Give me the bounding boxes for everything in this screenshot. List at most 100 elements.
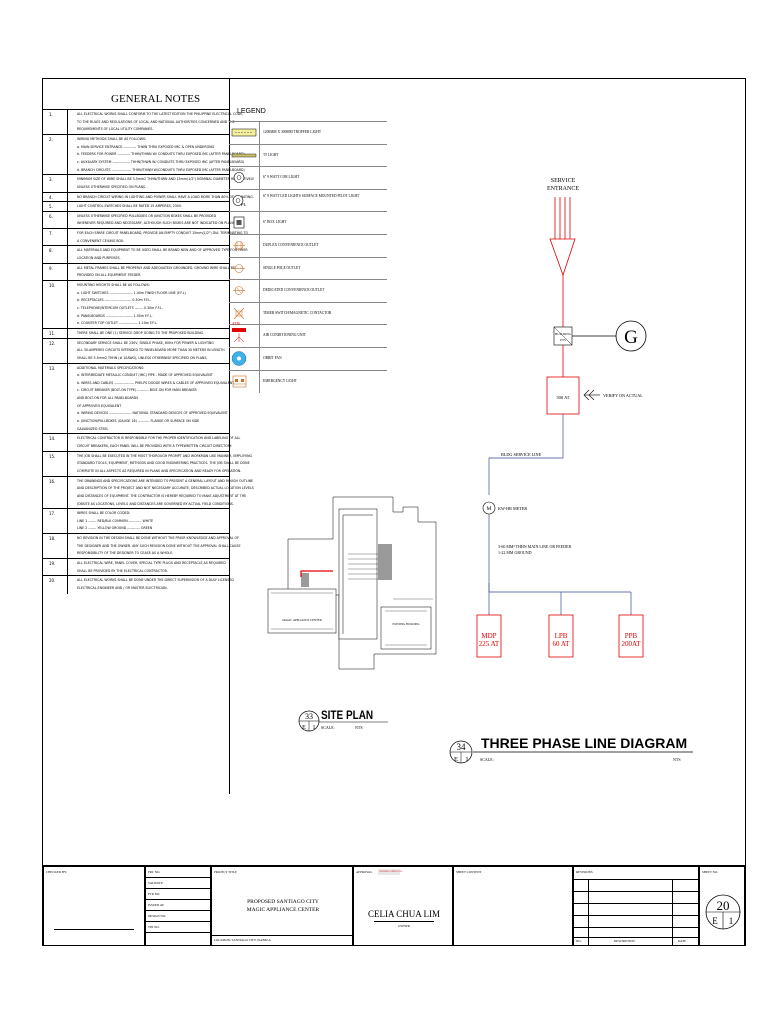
note-number: 20. xyxy=(49,578,56,584)
note-item: 10.MOUNTING HEIGHTS SHALL BE AS FOLLOWS:… xyxy=(43,280,229,329)
issued-at-label: ISSUED AT: xyxy=(148,903,165,907)
note-number: 17. xyxy=(49,511,56,517)
note-item: 3.MINIMUM SIZE OF WIRE SHALL BE 3.5mm2 T… xyxy=(43,174,254,193)
note-line: TO THE RULES AND REGULATIONS OF LOCAL AN… xyxy=(77,119,235,124)
aircon-icon xyxy=(231,327,257,349)
note-line: b. RECEPTACLES ----------------------- 0… xyxy=(77,298,152,303)
note-number: 11. xyxy=(49,330,56,336)
note-item: 13.ADDITIONAL MATERIALS SPECIFICATIONS:a… xyxy=(43,362,234,435)
note-line: a. LIGHT SWITCHES -------------------- 1… xyxy=(77,290,186,295)
note-item: 20.ALL ELECTRICAL WORKS SHALL BE DONE UN… xyxy=(43,575,234,594)
credentials-cell: PRC NO. VALIDITY: PTR NO. ISSUED AT: DES… xyxy=(145,866,211,946)
legend-label: 1200MM X 300MM TROFFER LIGHT xyxy=(263,130,322,134)
note-item: 1.ALL ELECTRICAL WORKS SHALL CONFORM TO … xyxy=(43,109,243,135)
note-line: d. WIRING DEVICES ------------------- NA… xyxy=(77,411,228,416)
site-plan-title: SITE PLAN xyxy=(321,709,373,722)
kwhr-meter-label: KW-HR METER xyxy=(498,506,527,511)
service-entrance-label: SERVICE xyxy=(551,178,576,184)
general-notes-title: GENERAL NOTES xyxy=(111,93,201,105)
note-number: 1. xyxy=(49,112,53,117)
legend-label: AIR CONDITIONING UNIT xyxy=(263,333,306,338)
note-line: STANDARD TOOLS, EQUIPMENT, METHODS AND G… xyxy=(77,461,250,466)
meter-label: M xyxy=(487,506,492,512)
site-plan-scale-label: SCALE: xyxy=(321,725,335,730)
note-item: 4.NO BRANCH CIRCUIT WIRING IN LIGHTING A… xyxy=(43,191,254,203)
site-stair-hatch-2 xyxy=(301,573,309,587)
note-line: ALL MATERIALS AND EQUIPMENT TO BE USED S… xyxy=(77,248,248,253)
legend-label: ORBIT FAN xyxy=(263,356,282,360)
note-line: a. INTERMEDIATE METALLIC CONDUIT (IMC) P… xyxy=(77,373,213,378)
project-title-line2: MAGIC APPLIANCE CENTER xyxy=(246,907,320,913)
ptr-no-label: PTR NO. xyxy=(148,892,161,896)
legend-label: 6" 9 WATT COR LIGHT xyxy=(263,175,300,180)
note-item: 12. SECONDARY SERVICE SHALL BE 230V, SING… xyxy=(43,337,229,364)
note-line: JOBSITE AS LOCATIONS, LEVELS AND DISTANC… xyxy=(77,501,234,506)
watt-cor-light-icon xyxy=(231,169,257,191)
note-item: 9.ALL METAL FRAMES SHALL BE PROPERLY AND… xyxy=(43,262,235,281)
rev-date-label: DATE xyxy=(678,939,687,943)
approval-label: APPROVAL xyxy=(356,870,373,874)
signature-line xyxy=(54,929,134,930)
note-line: AND DISTANCES OF EQUIPMENT. THE CONTRACT… xyxy=(77,493,247,498)
legend-mark: 4TR xyxy=(232,321,241,327)
t5-light-icon xyxy=(231,147,257,169)
project-title-cell: PROJECT TITLE PROPOSED SANTIAGO CITY MAG… xyxy=(211,866,353,946)
legend-label: DUPLEX CONVENIENCE OUTLET xyxy=(263,243,319,247)
owner-label: OWNER xyxy=(398,924,410,928)
note-number: 19. xyxy=(49,561,56,567)
project-title-label: PROJECT TITLE xyxy=(214,870,237,874)
validity-label: VALIDITY: xyxy=(148,881,164,885)
single-outlet-icon xyxy=(231,260,257,282)
rev-description-label: DESCRIPTION xyxy=(614,939,635,943)
note-item: 8. ALL MATERIALS AND EQUIPMENT TO BE USED… xyxy=(43,245,248,264)
sheet-no-label: SHEET NO. xyxy=(702,870,719,874)
verify-arrow-icon xyxy=(583,389,600,401)
note-line: WHENEVER REQUIRED AND NECESSARY, ALTHOUG… xyxy=(77,221,236,226)
note-line: UNLESS OTHERWISE SPECIFIED PULLBOXES OR … xyxy=(77,213,217,218)
note-line: THE DRAWINGS AND SPECIFICATIONS ARE INTE… xyxy=(77,478,254,483)
note-line: SECONDARY SERVICE SHALL BE 230V, SINGLE … xyxy=(77,340,214,345)
note-line: e. JUNCTION/PULLBOXES (GAUGE 16) -------… xyxy=(77,419,200,424)
panel-box xyxy=(618,614,644,658)
note-line: LIGHT CONTROL SWITCHES SHALL BE RATED 15… xyxy=(77,204,182,209)
legend-item: EMERGENCY LIGHT xyxy=(229,369,387,394)
approval-stamp: OWNER'S APPROVAL xyxy=(378,869,403,875)
note-line: AND DESCRIPTION OF THE PROJECT AND NOT N… xyxy=(77,486,254,491)
legend-label: TIMER SWITCH/MAGNETIC CONTACTOR xyxy=(263,310,332,315)
building-pts-label-2: PTS xyxy=(560,338,566,342)
note-line: SHALL BE 5.5mm2 THHN (# 10AWG), UNLESS O… xyxy=(77,355,208,360)
note-line: ELECTRICAL ENGINEER AND / OR MASTER ELEC… xyxy=(77,586,168,591)
note-number: 6. xyxy=(49,213,53,219)
note-number: 8. xyxy=(49,248,53,254)
note-number: 12. xyxy=(49,340,56,346)
dedicated-outlet-icon xyxy=(231,282,257,304)
legend-label: EMERGENCY LIGHT xyxy=(263,378,297,383)
approval-note: OWNER'S APPROVAL xyxy=(379,870,403,873)
note-line: c. AUXILIARY SYSTEM --------------- THHN… xyxy=(77,159,245,164)
note-line: b. FEEDERS FOR POWER ----------- THHN/TH… xyxy=(77,152,245,157)
prc-no-label: PRC NO. xyxy=(148,870,161,874)
note-line: LOCATION AND PURPOSES. xyxy=(77,256,121,261)
note-line: c. TELEPHONE/INTERCOM OUTLETS ------- 0.… xyxy=(77,305,163,310)
feeder-label: 3-60 MM² THHN MAIN LINE OR FEEDER xyxy=(498,544,571,549)
note-line: FOR EACH SPARE CIRCUIT PANELBOARD, PROVI… xyxy=(77,231,248,236)
panel-rating: 200AT xyxy=(621,640,641,648)
note-item: 11.THERE SHALL BE ONE (1) SERVICE DROP G… xyxy=(43,327,229,339)
tin-no-label: TIN NO. xyxy=(148,925,160,929)
note-line: c. CIRCUIT BREAKER (BOLT-ON TYPE) ------… xyxy=(77,388,197,393)
note-line: e. COUNTER TOP OUTLET ---------------- 1… xyxy=(77,321,158,326)
note-number: 3. xyxy=(49,177,53,183)
note-line: SHALL BE PROVIDED BY THE ELECTRICAL CONT… xyxy=(77,568,168,573)
site-stair-hatch xyxy=(378,544,392,580)
title-block: CHECKED BY: PRC NO. VALIDITY: PTR NO. IS… xyxy=(43,865,745,946)
panel-box xyxy=(548,614,574,658)
legend-item: DEDICATED CONVENIENCE OUTLET xyxy=(229,279,387,303)
checked-by-cell: CHECKED BY: xyxy=(43,866,145,946)
panel-name: LPB xyxy=(555,632,568,640)
panel-name: PPB xyxy=(625,632,638,640)
legend-label: 6" BOX LIGHT xyxy=(263,220,287,225)
approval-cell: APPROVAL OWNER'S APPROVAL CELIA CHUA LIM… xyxy=(353,866,453,946)
legend-label: DEDICATED CONVENIENCE OUTLET xyxy=(263,288,325,293)
owner-name: CELIA CHUA LIM xyxy=(368,909,440,919)
note-item: 16.THE DRAWINGS AND SPECIFICATIONS ARE I… xyxy=(43,475,254,510)
